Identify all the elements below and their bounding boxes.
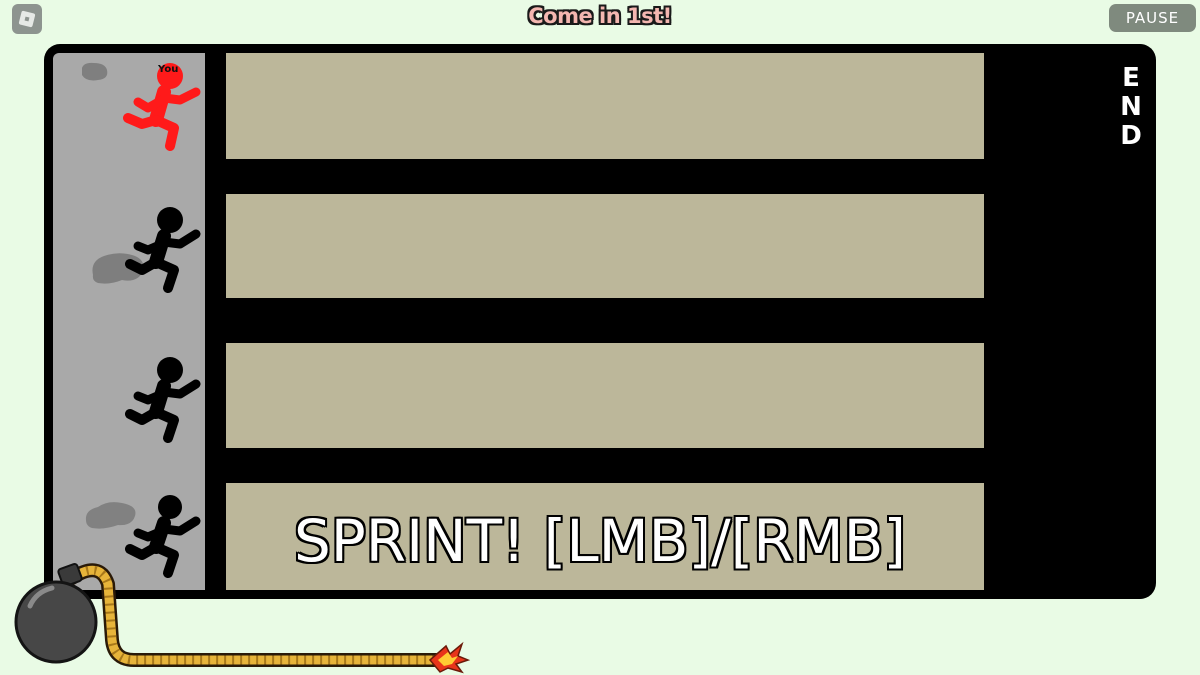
player-runner bbox=[123, 63, 201, 151]
finish-zone bbox=[984, 53, 1147, 590]
sprint-prompt: SPRINT! [LMB]/[RMB] bbox=[293, 507, 907, 575]
fire-spark-icon bbox=[428, 641, 471, 674]
lane-1 bbox=[226, 53, 984, 159]
dust-cloud-icon bbox=[85, 502, 136, 529]
player-tag: You bbox=[158, 64, 179, 75]
lane-2 bbox=[226, 194, 984, 298]
pause-button[interactable]: PAUSE bbox=[1109, 4, 1196, 32]
race-track: END bbox=[44, 44, 1156, 599]
opponent-runner bbox=[125, 207, 201, 293]
lane-3 bbox=[226, 343, 984, 448]
objective-text: Come in 1st! bbox=[528, 4, 672, 28]
roblox-menu-button[interactable] bbox=[12, 4, 42, 34]
opponent-runner bbox=[125, 495, 201, 578]
dust-cloud-icon bbox=[82, 62, 108, 81]
opponent-runner bbox=[125, 357, 201, 443]
finish-label: END bbox=[1120, 63, 1142, 151]
